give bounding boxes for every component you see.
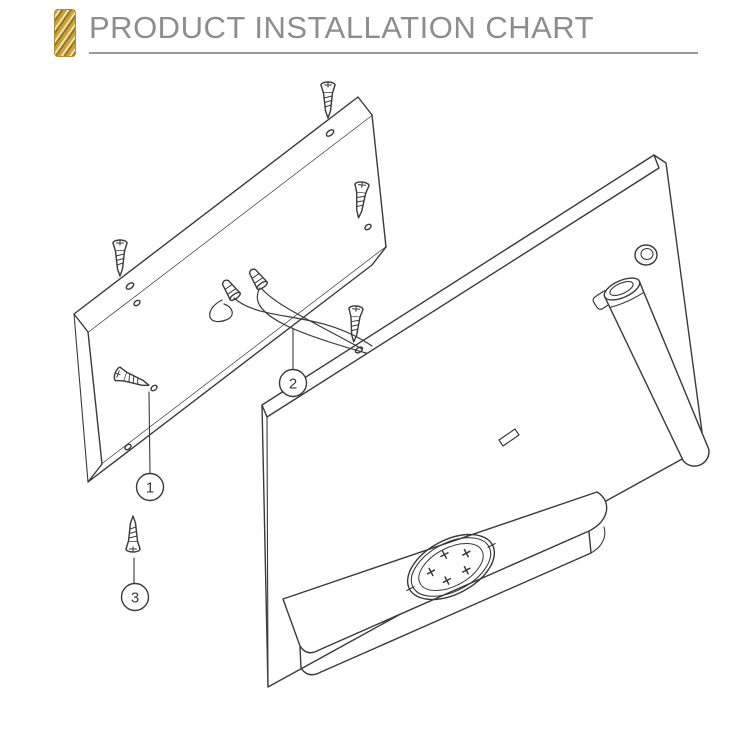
callout-1: 1 (135, 391, 165, 502)
page-title: PRODUCT INSTALLATION CHART (89, 10, 595, 45)
callout-3-number: 3 (131, 590, 139, 607)
lamp-panel (261, 154, 705, 688)
callout-1-number: 1 (146, 480, 154, 497)
header: PRODUCT INSTALLATION CHART (0, 0, 750, 57)
charging-pad-marks (426, 548, 471, 585)
phone-shelf (282, 491, 608, 676)
callout-2-number: 2 (289, 376, 297, 393)
callout-2: 2 (278, 328, 308, 398)
header-text-column: PRODUCT INSTALLATION CHART (89, 9, 698, 55)
callout-3: 3 (120, 557, 150, 612)
bottom-screw (125, 515, 141, 553)
wire-connectors (209, 265, 373, 354)
bracket-screw-top (320, 81, 336, 119)
installation-diagram: 1 2 3 (0, 57, 750, 737)
wireless-charging-pad (406, 533, 496, 601)
power-button (634, 244, 658, 266)
switch-cutout (498, 428, 520, 447)
reading-light-tube (603, 277, 710, 467)
header-underline (89, 52, 698, 55)
installation-diagram-svg: 1 2 3 (73, 81, 710, 688)
brand-stripes-icon (54, 9, 76, 57)
bracket-screw-left (112, 239, 128, 277)
panel-top-screw (346, 304, 364, 344)
